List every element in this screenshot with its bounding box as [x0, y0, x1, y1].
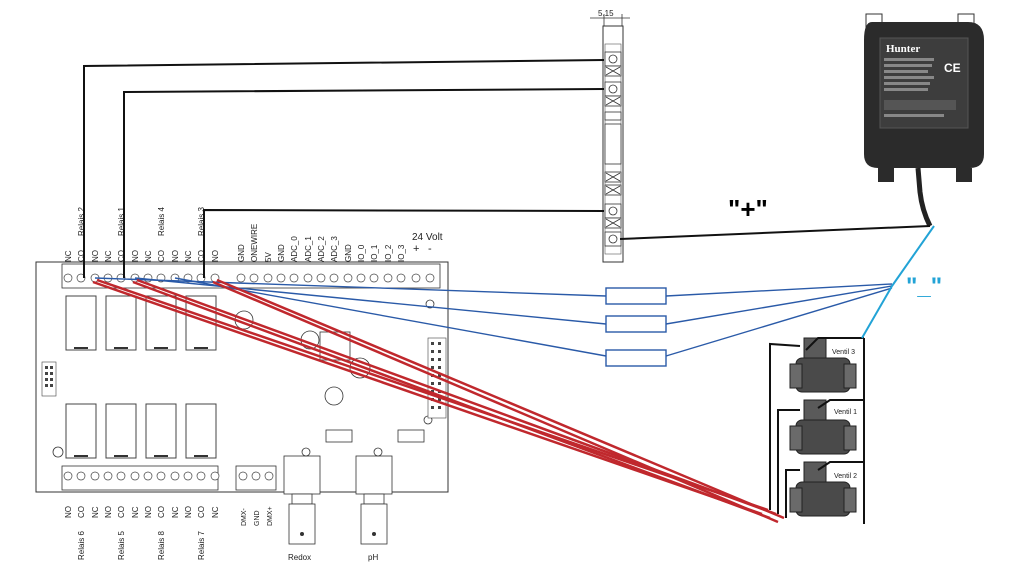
- label-pin: NO: [64, 506, 73, 518]
- label-pin: CO: [157, 506, 166, 518]
- valve-label: Ventil 1: [834, 409, 857, 416]
- label-dmx: DMX+: [267, 506, 274, 526]
- label-relay: Relais 7: [197, 531, 206, 560]
- label-ph: pH: [368, 553, 378, 562]
- label-relay: Relais 4: [157, 207, 166, 236]
- controller-board: [35, 261, 449, 545]
- label-io: ADC_3: [330, 236, 339, 262]
- label-io: IO_0: [357, 244, 366, 262]
- label-pin: CO: [117, 506, 126, 518]
- label-pin: CO: [117, 250, 126, 262]
- label-pin: NC: [144, 250, 153, 262]
- label-relay: Relais 2: [77, 207, 86, 236]
- label-io: IO_1: [370, 244, 379, 262]
- valve-label: Ventil 3: [832, 349, 855, 356]
- bottom-terminal-labels: NO CO NC NO CO NC NO CO NC NO CO NC Rela…: [64, 506, 378, 562]
- blue-wires: [94, 277, 893, 357]
- label-io: GND: [237, 244, 246, 262]
- psu-ce-mark: CE: [944, 61, 961, 75]
- label-relay: Relais 1: [117, 207, 126, 236]
- label-pin: CO: [77, 250, 86, 262]
- label-pin: NO: [144, 506, 153, 518]
- red-wires: [92, 278, 785, 524]
- label-pin: NC: [131, 506, 140, 518]
- cyan-wires: [861, 225, 935, 339]
- label-dmx: DMX-: [241, 507, 248, 526]
- valve-2: Ventil 2: [789, 461, 857, 517]
- top-terminal-labels: NC CO NO NC CO NO NC CO NO NC CO NO Rela…: [64, 207, 443, 262]
- label-pin: NC: [184, 250, 193, 262]
- label-io: GND: [344, 244, 353, 262]
- dimension-label: 5.15: [598, 9, 614, 18]
- psu-brand: Hunter: [886, 43, 920, 55]
- bnc-connector-redox: [283, 455, 321, 545]
- label-pin: CO: [197, 250, 206, 262]
- label-redox: Redox: [288, 553, 311, 562]
- bnc-connector-ph: [355, 455, 393, 545]
- valve-3: Ventil 3: [789, 337, 857, 393]
- plus-label: "+": [728, 194, 768, 224]
- label-pin: CO: [157, 250, 166, 262]
- label-io: ADC_2: [317, 236, 326, 262]
- label-supply: 24 Volt: [412, 232, 443, 243]
- label-pin: NC: [211, 506, 220, 518]
- label-pin: NC: [64, 250, 73, 262]
- label-pin: NO: [104, 506, 113, 518]
- label-relay: Relais 5: [117, 531, 126, 560]
- label-pin: NO: [211, 250, 220, 262]
- label-relay: Relais 8: [157, 531, 166, 560]
- valve-1: Ventil 1: [789, 399, 857, 455]
- label-io: ADC_0: [290, 236, 299, 262]
- label-pin: NO: [171, 250, 180, 262]
- label-relay: Relais 6: [77, 531, 86, 560]
- label-pin: CO: [77, 506, 86, 518]
- label-pin: NC: [171, 506, 180, 518]
- label-dmx: GND: [254, 510, 261, 526]
- label-io: 5V: [264, 252, 273, 262]
- label-io: ONEWIRE: [250, 224, 259, 262]
- din-rail-terminal-block: 5.15: [590, 9, 630, 263]
- label-pin: NO: [91, 250, 100, 262]
- label-pin: CO: [197, 506, 206, 518]
- label-pin: NC: [104, 250, 113, 262]
- resistors: [605, 287, 667, 367]
- minus-label: "_": [906, 273, 942, 300]
- label-plus: +: [413, 243, 419, 255]
- label-pin: NC: [91, 506, 100, 518]
- label-io: IO_2: [384, 244, 393, 262]
- label-io: IO_3: [397, 244, 406, 262]
- label-minus: -: [428, 243, 432, 255]
- label-io: GND: [277, 244, 286, 262]
- label-relay: Relais 3: [197, 207, 206, 236]
- valves: Ventil 3 Ventil 1 Ventil 2: [789, 337, 857, 517]
- label-io: ADC_1: [304, 236, 313, 262]
- label-pin: NO: [184, 506, 193, 518]
- label-pin: NO: [131, 250, 140, 262]
- power-supply-unit: Hunter CE: [864, 13, 984, 228]
- valve-label: Ventil 2: [834, 473, 857, 480]
- black-wires: [83, 59, 931, 524]
